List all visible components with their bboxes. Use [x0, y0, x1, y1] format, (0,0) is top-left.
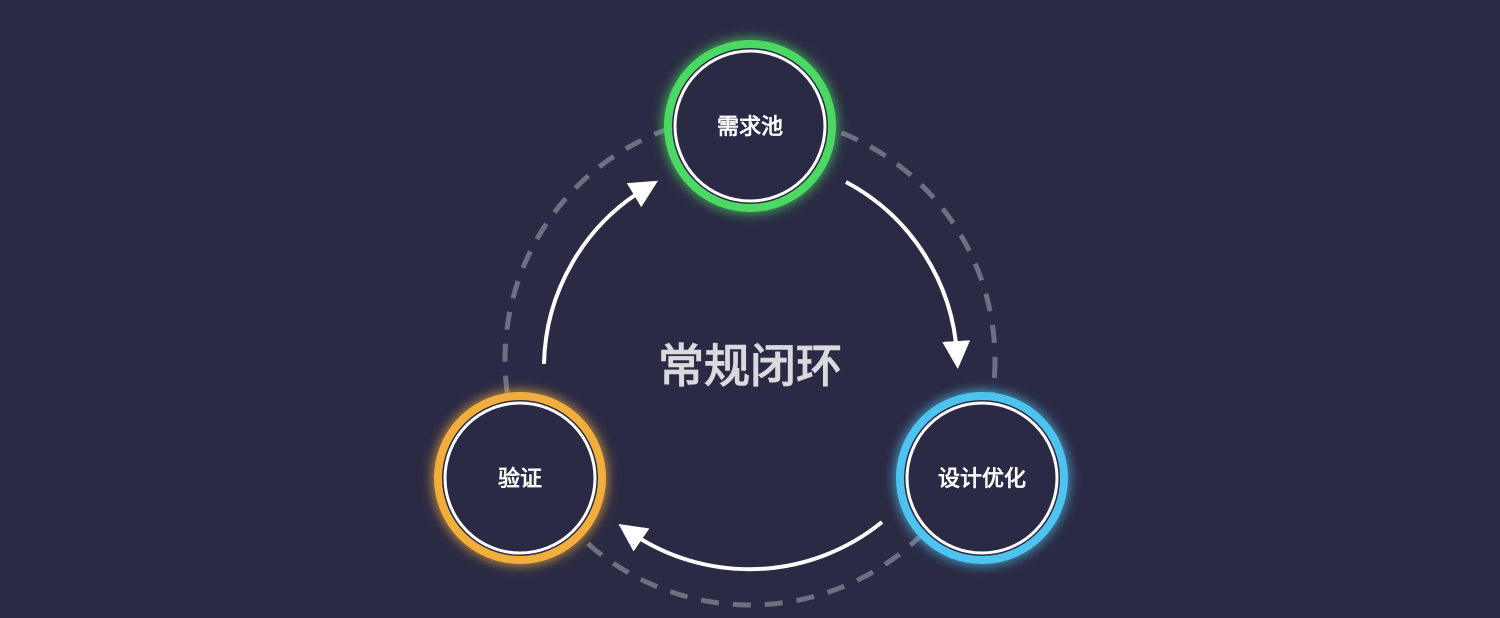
node-label: 设计优化 — [938, 466, 1026, 492]
node-inner-ring — [673, 49, 827, 203]
node-label: 需求池 — [717, 115, 783, 140]
node-inner-ring — [905, 401, 1059, 555]
arrow-verify-to-requirement — [542, 180, 659, 365]
arrow-design-to-verify — [618, 520, 884, 572]
node-inner-ring — [443, 401, 597, 555]
node-label: 验证 — [498, 466, 542, 492]
node-requirement-pool[interactable]: 需求池 — [664, 40, 836, 212]
node-design-optimize[interactable]: 设计优化 — [896, 392, 1068, 564]
arrow-requirement-to-design — [845, 180, 971, 369]
center-title: 常规闭环 — [658, 339, 842, 393]
node-verify[interactable]: 验证 — [434, 392, 606, 564]
